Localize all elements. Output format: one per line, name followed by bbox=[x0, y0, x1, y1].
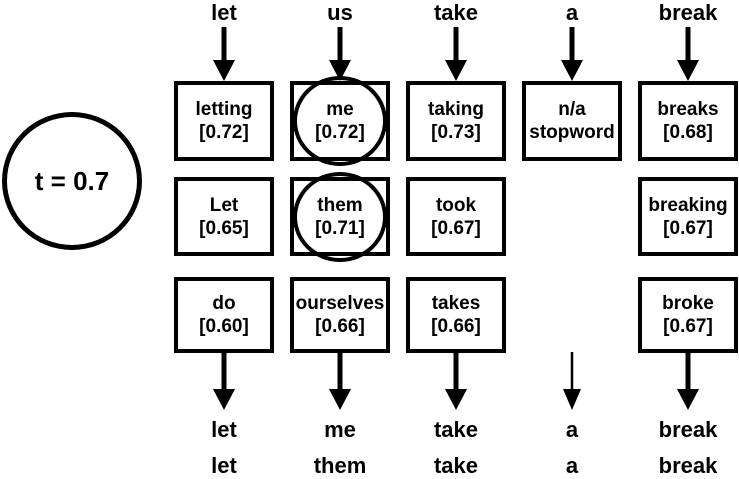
candidate-word: letting bbox=[195, 99, 253, 120]
candidate-box: taking [0.73] bbox=[406, 81, 506, 161]
candidate-score: [0.65] bbox=[199, 217, 249, 239]
candidate-score: [0.60] bbox=[199, 316, 249, 337]
candidate-box: breaks [0.68] bbox=[638, 81, 738, 161]
candidate-box: breaking [0.67] bbox=[638, 177, 738, 256]
output-word-second: a bbox=[565, 453, 579, 478]
down-arrow-icon bbox=[443, 353, 469, 410]
down-arrow-icon bbox=[211, 353, 237, 410]
candidate-box: took [0.67] bbox=[406, 177, 506, 256]
output-word-second: them bbox=[313, 453, 367, 478]
candidate-box: me [0.72] bbox=[290, 76, 390, 166]
candidate-word: breaking bbox=[648, 194, 728, 216]
candidate-score: [0.67] bbox=[431, 217, 481, 239]
candidate-box: broke [0.67] bbox=[638, 277, 738, 353]
candidate-score: [0.68] bbox=[663, 122, 713, 143]
output-word-second: take bbox=[433, 453, 479, 478]
down-arrow-icon bbox=[327, 353, 353, 410]
output-word-second: let bbox=[211, 453, 237, 478]
down-arrow-icon bbox=[675, 27, 701, 81]
down-arrow-icon bbox=[443, 27, 469, 81]
candidate-box: do [0.60] bbox=[174, 277, 274, 353]
down-arrow-icon bbox=[211, 27, 237, 81]
candidate-word: me bbox=[326, 99, 354, 120]
candidate-score: [0.66] bbox=[431, 316, 481, 337]
candidate-word: taking bbox=[428, 99, 484, 120]
candidate-score: [0.67] bbox=[663, 316, 713, 337]
threshold-label: t = 0.7 bbox=[34, 165, 110, 196]
candidate-word: took bbox=[435, 194, 477, 216]
candidate-word: do bbox=[212, 293, 236, 314]
down-arrow-thin-icon bbox=[559, 352, 585, 410]
input-word-let: let bbox=[211, 0, 237, 25]
candidate-score: [0.66] bbox=[315, 316, 365, 337]
output-word-first: me bbox=[324, 417, 356, 442]
candidate-score: [0.71] bbox=[315, 217, 365, 239]
candidate-box: letting [0.72] bbox=[174, 81, 274, 161]
candidate-box: Let [0.65] bbox=[174, 177, 274, 256]
candidate-word: takes bbox=[431, 293, 481, 314]
candidate-score: [0.72] bbox=[199, 122, 249, 143]
candidate-box: them [0.71] bbox=[290, 172, 390, 262]
input-word-us: us bbox=[327, 0, 353, 25]
candidate-word: breaks bbox=[657, 99, 719, 120]
candidate-word: broke bbox=[662, 293, 714, 314]
candidate-score: [0.67] bbox=[663, 217, 713, 239]
output-word-first: take bbox=[433, 417, 479, 442]
down-arrow-icon bbox=[675, 353, 701, 410]
candidate-word: them bbox=[317, 194, 363, 216]
input-word-a: a bbox=[565, 0, 579, 25]
input-word-take: take bbox=[433, 0, 479, 25]
candidate-box: ourselves [0.66] bbox=[290, 277, 390, 353]
down-arrow-icon bbox=[559, 27, 585, 81]
candidate-score: [0.73] bbox=[431, 122, 481, 143]
candidate-word: ourselves bbox=[295, 293, 385, 314]
output-word-first: a bbox=[565, 417, 579, 442]
stopword-box: n/a stopword bbox=[522, 81, 622, 161]
input-word-break: break bbox=[658, 0, 718, 25]
output-word-first: let bbox=[211, 417, 237, 442]
down-arrow-icon bbox=[327, 27, 353, 81]
output-word-first: break bbox=[658, 417, 718, 442]
candidate-box: takes [0.66] bbox=[406, 277, 506, 353]
candidate-score: [0.72] bbox=[315, 122, 365, 143]
stopword-label: n/a bbox=[558, 99, 586, 120]
output-word-second: break bbox=[658, 453, 718, 478]
stopword-annotation: stopword bbox=[529, 122, 615, 143]
threshold-circle: t = 0.7 bbox=[2, 112, 142, 250]
candidate-word: Let bbox=[209, 194, 239, 216]
